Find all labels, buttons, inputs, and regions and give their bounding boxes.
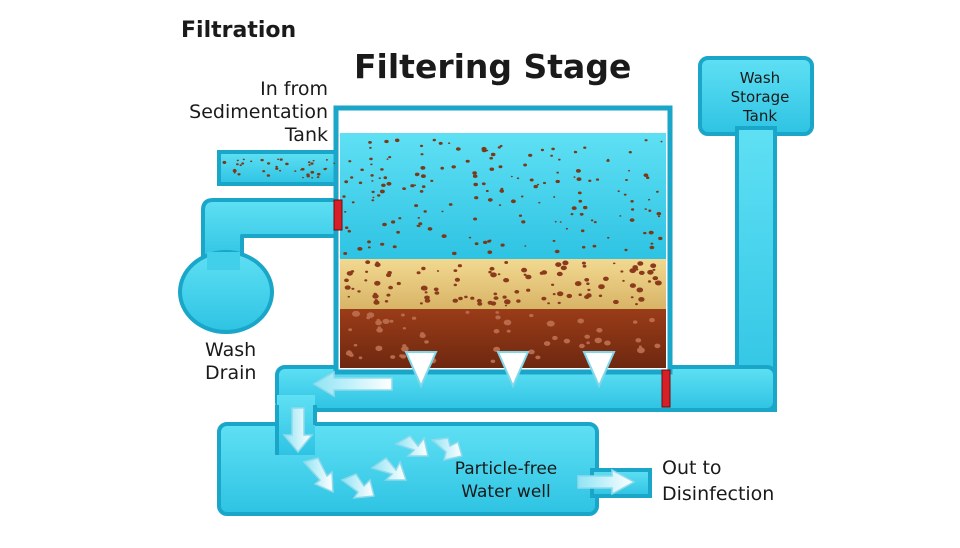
filter-outflow-arrows (404, 351, 616, 389)
wash-riser-pipe (735, 126, 777, 412)
wash-storage-label: Wash Storage Tank (730, 69, 790, 125)
wash-drain-label: Wash Drain (205, 339, 257, 385)
outlet-label: Out to Disinfection (662, 457, 775, 505)
water-well-label: Particle-free Water well (454, 459, 558, 502)
wash-drain (178, 198, 345, 334)
filter-tank (333, 105, 673, 375)
inlet-label: In from Sedimentation Tank (189, 78, 328, 147)
flow-arrows (282, 370, 636, 499)
sand-layer (340, 259, 666, 309)
water-layer (340, 133, 666, 259)
sediment-particles (222, 138, 663, 365)
inlet-pipe (217, 150, 345, 186)
section-heading: Filtration (181, 18, 297, 43)
backwash-valve (661, 369, 671, 408)
page-title: Filtering Stage (354, 47, 632, 86)
drain-valve (333, 199, 343, 231)
